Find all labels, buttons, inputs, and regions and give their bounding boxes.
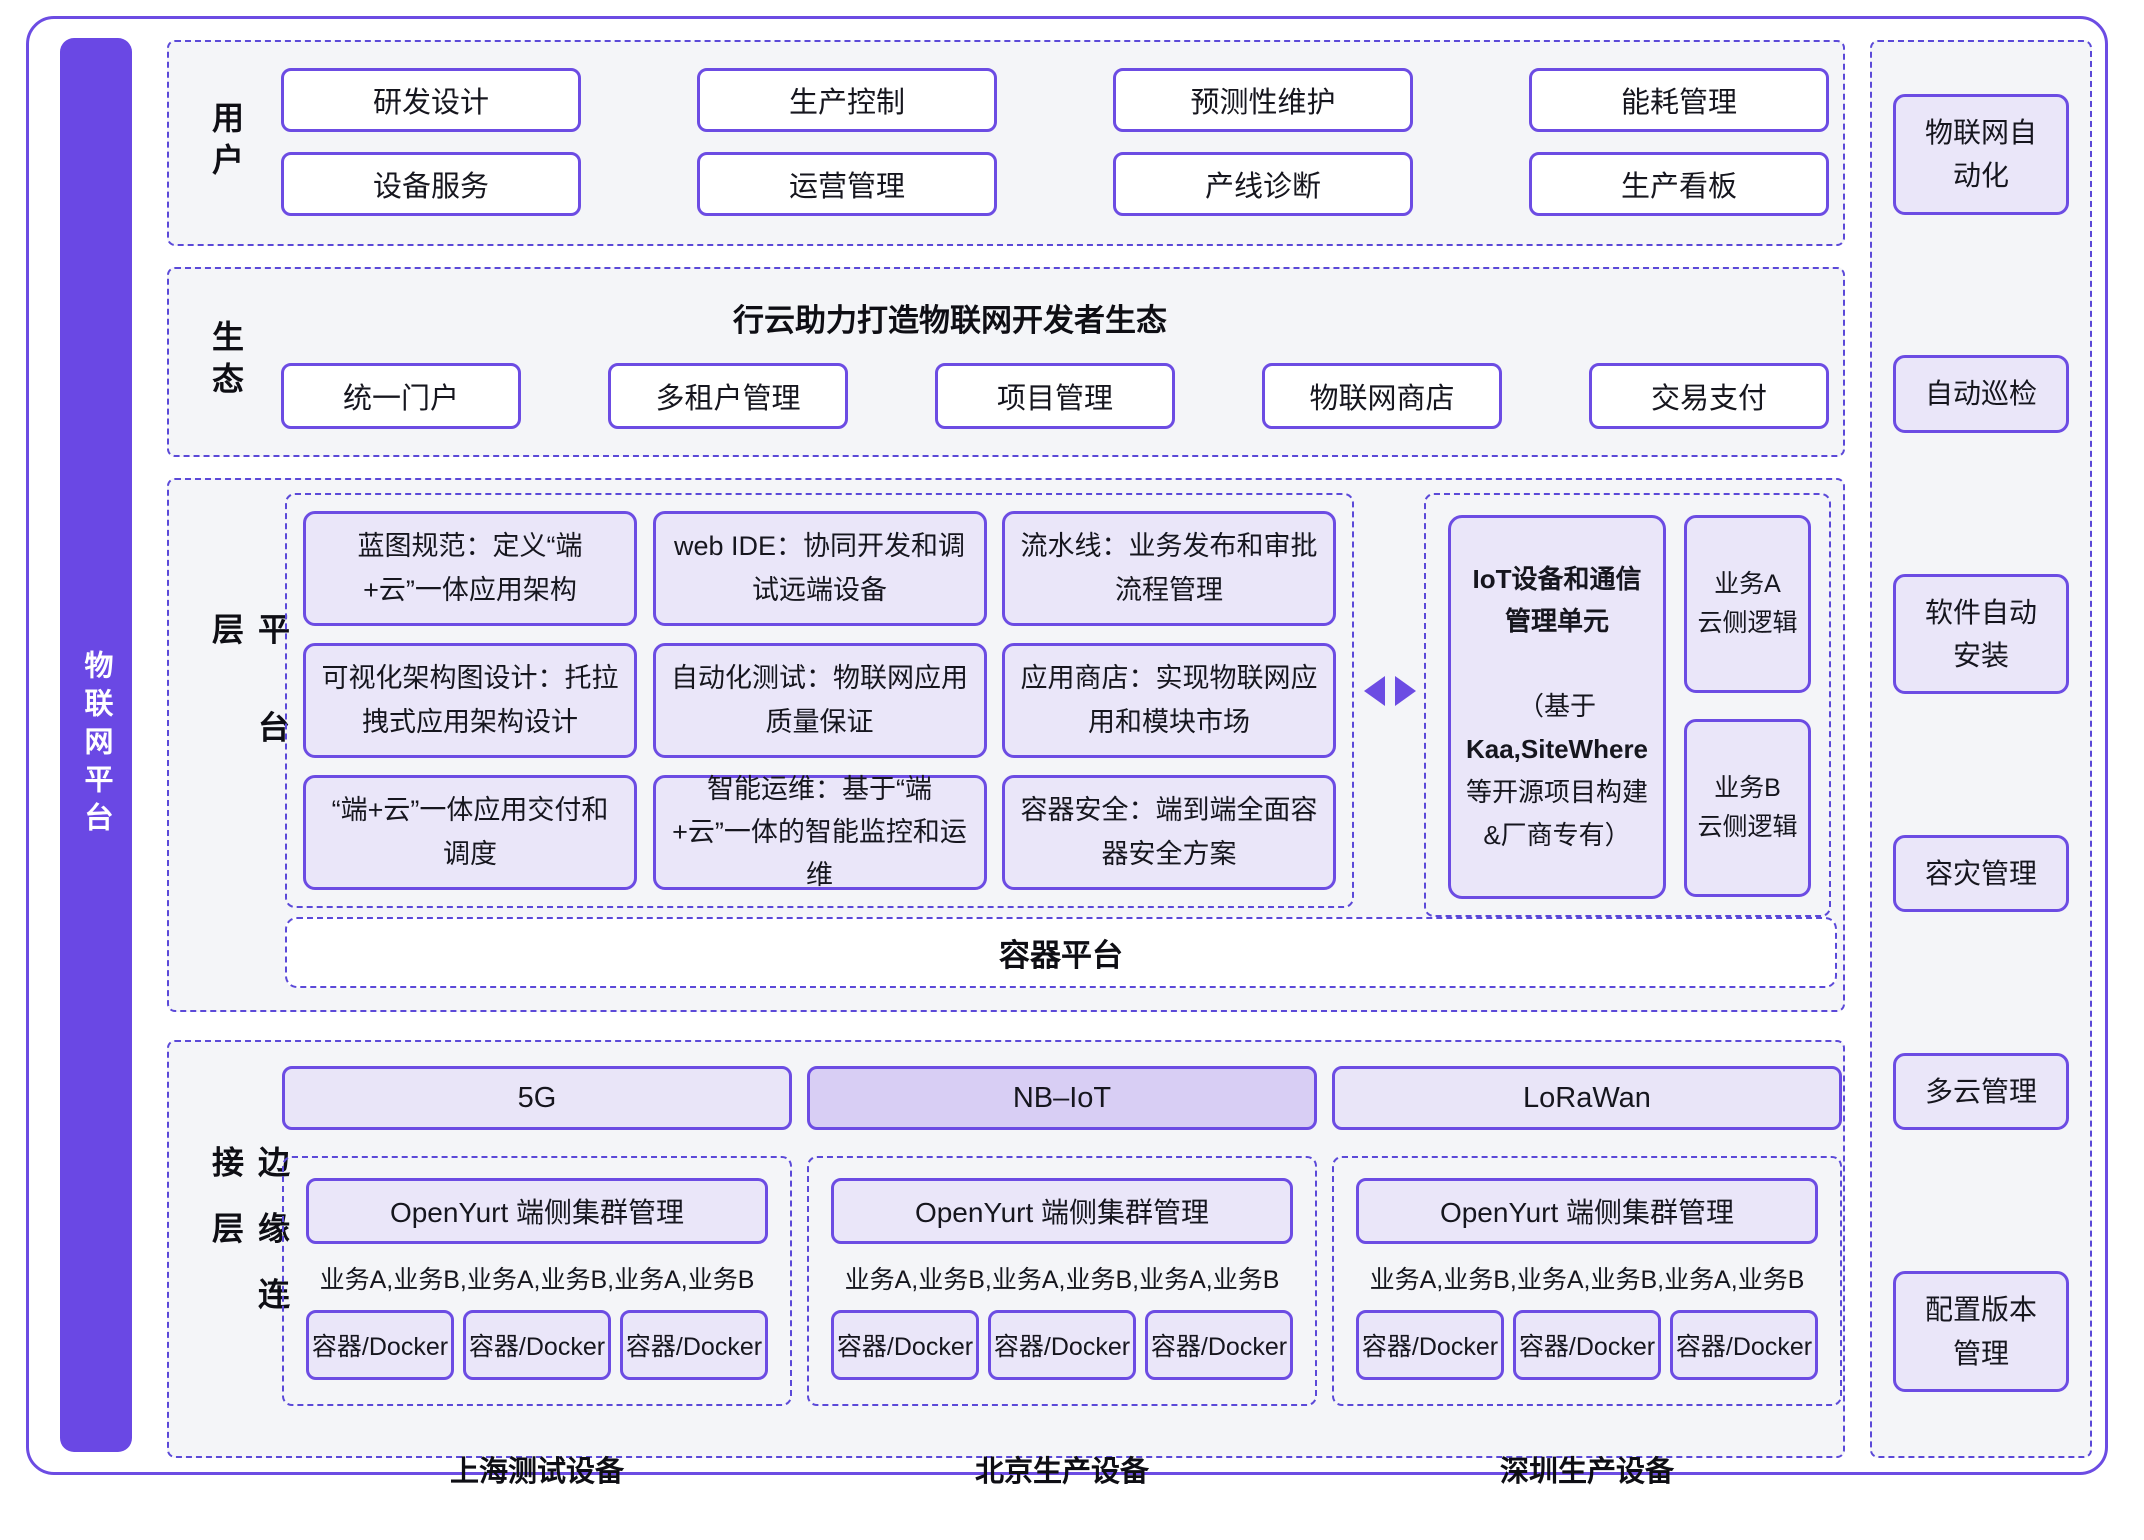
- docker-box: 容器/Docker: [831, 1310, 979, 1380]
- user-box-grid: 研发设计 生产控制 预测性维护 能耗管理 设备服务 运营管理 产线诊断 生产看板: [281, 68, 1829, 216]
- bidirectional-arrows: [1360, 676, 1420, 706]
- docker-box: 容器/Docker: [620, 1310, 768, 1380]
- platform-capability-box: 容器安全：端到端全面容器安全方案: [1002, 775, 1336, 890]
- arrow-left-icon: [1364, 676, 1385, 706]
- iot-platform-banner-label: 物联网平台: [80, 650, 112, 840]
- sidebar-box: 自动巡检: [1893, 355, 2069, 433]
- docker-box: 容器/Docker: [1145, 1310, 1293, 1380]
- platform-capability-box: 可视化架构图设计：托拉拽式应用架构设计: [303, 643, 637, 758]
- platform-section-label: 平台层: [208, 612, 290, 809]
- sidebar-box: 软件自动安装: [1893, 573, 2069, 695]
- ecosystem-box: 项目管理: [935, 363, 1175, 429]
- edge-connection-section: 边缘连接层 5G OpenYurt 端侧集群管理 业务A,业务B,业务A,业务B…: [167, 1040, 1845, 1488]
- iot-unit-box: IoT设备和通信管理单元 （基于 Kaa,SiteWhere 等开源项目构建&厂商专…: [1448, 515, 1666, 899]
- iot-unit-subtitle-open: （基于: [1517, 690, 1596, 721]
- edge-column-shenzhen: LoRaWan OpenYurt 端侧集群管理 业务A,业务B,业务A,业务B,…: [1332, 1066, 1842, 1488]
- docker-box: 容器/Docker: [463, 1310, 611, 1380]
- edge-column-shanghai: 5G OpenYurt 端侧集群管理 业务A,业务B,业务A,业务B,业务A,业…: [282, 1066, 792, 1488]
- automation-sidebar: 物联网自动化 自动巡检 软件自动安装 容灾管理 多云管理 配置版本管理: [1870, 40, 2092, 1458]
- ecosystem-box: 统一门户: [281, 363, 521, 429]
- user-box: 产线诊断: [1113, 152, 1413, 216]
- edge-section-label: 边缘连接层: [208, 1145, 290, 1344]
- docker-box: 容器/Docker: [1356, 1310, 1504, 1380]
- edge-services-text: 业务A,业务B,业务A,业务B,业务A,业务B: [319, 1266, 755, 1294]
- user-box: 能耗管理: [1529, 68, 1829, 132]
- ecosystem-box-row: 统一门户 多租户管理 项目管理 物联网商店 交易支付: [281, 363, 1829, 429]
- platform-capability-box: 智能运维：基于“端+云”一体的智能监控和运维: [652, 774, 987, 890]
- user-section-label: 用户: [208, 101, 244, 185]
- user-box: 设备服务: [281, 152, 581, 216]
- cloud-service-b-line1: 业务B: [1714, 774, 1781, 803]
- ecosystem-box: 交易支付: [1589, 363, 1829, 429]
- sidebar-box: 容灾管理: [1893, 835, 2069, 913]
- network-header-lorawan: LoRaWan: [1332, 1066, 1842, 1130]
- docker-row: 容器/Docker 容器/Docker 容器/Docker: [1356, 1310, 1818, 1380]
- platform-capability-box: web IDE：协同开发和调试远端设备: [652, 511, 987, 626]
- edge-column-footer: 深圳生产设备: [1499, 1456, 1674, 1488]
- docker-box: 容器/Docker: [1670, 1310, 1818, 1380]
- sidebar-box: 配置版本管理: [1893, 1271, 2069, 1392]
- network-header-nbiot: NB–IoT: [807, 1066, 1317, 1130]
- sidebar-box: 物联网自动化: [1893, 94, 2069, 215]
- cloud-service-a-line1: 业务A: [1714, 570, 1781, 599]
- platform-capability-box: 应用商店：实现物联网应用和模块市场: [1002, 643, 1336, 758]
- iot-unit-subtitle-projects: Kaa,SiteWhere: [1465, 733, 1649, 764]
- cloud-service-b-box: 业务B 云侧逻辑: [1684, 719, 1811, 897]
- platform-capability-box: 蓝图规范：定义“端+云”一体应用架构: [303, 511, 637, 626]
- user-box: 运营管理: [697, 152, 997, 216]
- docker-box: 容器/Docker: [988, 1310, 1136, 1380]
- platform-capability-box: “端+云”一体应用交付和调度: [303, 775, 637, 890]
- docker-box: 容器/Docker: [306, 1310, 454, 1380]
- platform-capability-box: 流水线：业务发布和审批流程管理: [1002, 511, 1336, 626]
- edge-column-beijing: NB–IoT OpenYurt 端侧集群管理 业务A,业务B,业务A,业务B,业…: [807, 1066, 1317, 1488]
- platform-capability-grid: 蓝图规范：定义“端+云”一体应用架构 web IDE：协同开发和调试远端设备 流…: [285, 493, 1354, 908]
- cloud-service-a-box: 业务A 云侧逻辑: [1684, 515, 1811, 693]
- user-section: 用户 研发设计 生产控制 预测性维护 能耗管理 设备服务 运营管理 产线诊断 生…: [167, 40, 1845, 246]
- ecosystem-section-label: 生态: [208, 320, 244, 404]
- sidebar-box: 多云管理: [1893, 1053, 2069, 1131]
- edge-gateway-box: OpenYurt 端侧集群管理 业务A,业务B,业务A,业务B,业务A,业务B …: [282, 1156, 792, 1406]
- cloud-service-a-line2: 云侧逻辑: [1697, 609, 1798, 637]
- edge-services-text: 业务A,业务B,业务A,业务B,业务A,业务B: [1369, 1266, 1805, 1294]
- user-box: 生产看板: [1529, 152, 1829, 216]
- platform-capability-box: 自动化测试：物联网应用质量保证: [652, 643, 987, 758]
- edge-column-footer: 上海测试设备: [449, 1456, 624, 1488]
- edge-columns: 5G OpenYurt 端侧集群管理 业务A,业务B,业务A,业务B,业务A,业…: [282, 1066, 1842, 1488]
- user-box: 生产控制: [697, 68, 997, 132]
- docker-row: 容器/Docker 容器/Docker 容器/Docker: [831, 1310, 1293, 1380]
- arrow-right-icon: [1395, 676, 1416, 706]
- docker-row: 容器/Docker 容器/Docker 容器/Docker: [306, 1310, 768, 1380]
- edge-services-text: 业务A,业务B,业务A,业务B,业务A,业务B: [844, 1266, 1280, 1294]
- iot-unit-subtitle-rest: 等开源项目构建&厂商专有）: [1465, 776, 1648, 850]
- ecosystem-box: 多租户管理: [608, 363, 848, 429]
- openyurt-cluster-box: OpenYurt 端侧集群管理: [831, 1178, 1293, 1244]
- edge-gateway-box: OpenYurt 端侧集群管理 业务A,业务B,业务A,业务B,业务A,业务B …: [1332, 1156, 1842, 1406]
- user-box: 研发设计: [281, 68, 581, 132]
- network-header-5g: 5G: [282, 1066, 792, 1130]
- docker-box: 容器/Docker: [1513, 1310, 1661, 1380]
- openyurt-cluster-box: OpenYurt 端侧集群管理: [1356, 1178, 1818, 1244]
- ecosystem-title: 行云助力打造物联网开发者生态: [733, 303, 1167, 338]
- edge-column-footer: 北京生产设备: [974, 1456, 1149, 1488]
- ecosystem-box: 物联网商店: [1262, 363, 1502, 429]
- iot-unit-title: IoT设备和通信管理单元: [1472, 563, 1642, 637]
- iot-platform-side-banner: 物联网平台: [60, 38, 132, 1452]
- openyurt-cluster-box: OpenYurt 端侧集群管理: [306, 1178, 768, 1244]
- ecosystem-section: 生态 行云助力打造物联网开发者生态 统一门户 多租户管理 项目管理 物联网商店 …: [167, 267, 1845, 457]
- iot-unit-subtitle: （基于 Kaa,SiteWhere 等开源项目构建&厂商专有）: [1465, 685, 1649, 857]
- user-box: 预测性维护: [1113, 68, 1413, 132]
- iot-management-group: IoT设备和通信管理单元 （基于 Kaa,SiteWhere 等开源项目构建&厂商专…: [1424, 493, 1831, 917]
- container-platform-box: 容器平台: [285, 917, 1837, 988]
- platform-section: 平台层 蓝图规范：定义“端+云”一体应用架构 web IDE：协同开发和调试远端…: [167, 478, 1845, 1012]
- cloud-service-b-line2: 云侧逻辑: [1697, 813, 1798, 841]
- edge-gateway-box: OpenYurt 端侧集群管理 业务A,业务B,业务A,业务B,业务A,业务B …: [807, 1156, 1317, 1406]
